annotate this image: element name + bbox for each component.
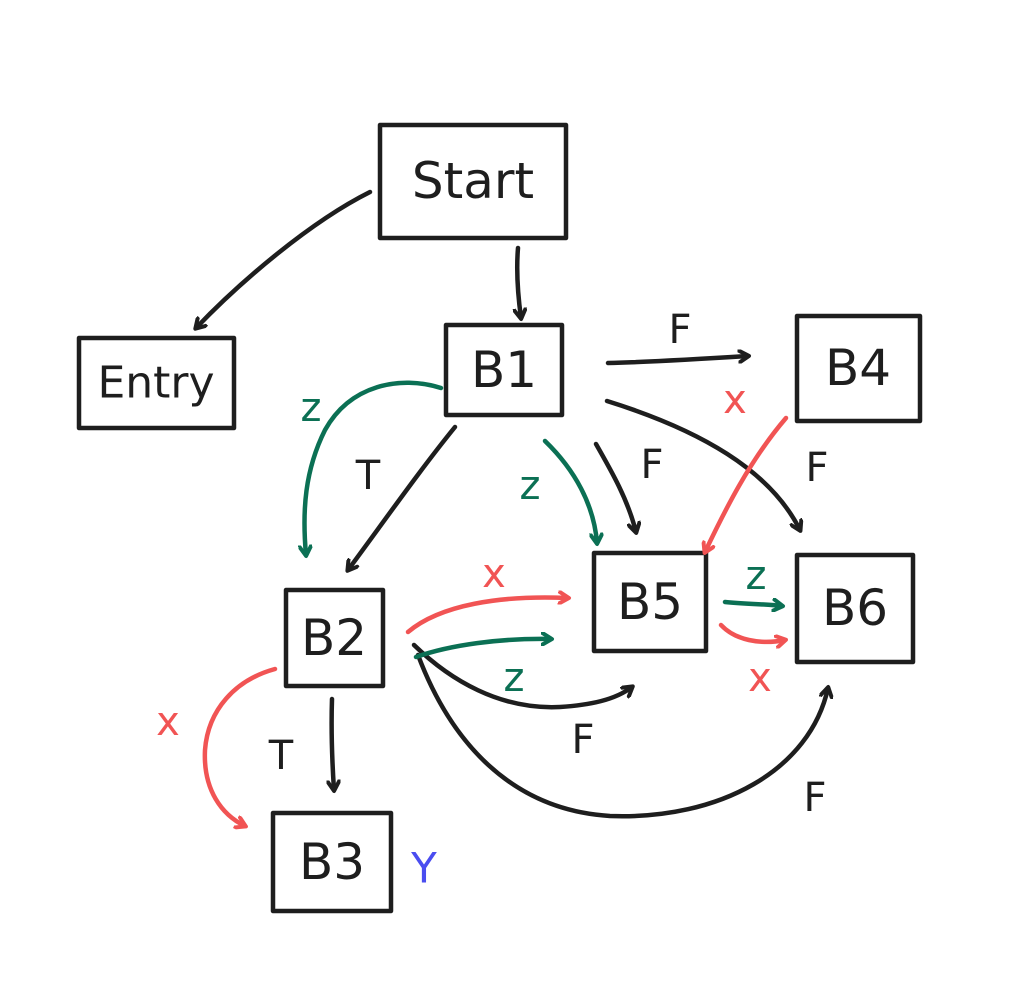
node-b4-label: B4 <box>825 339 891 397</box>
edge-x-b5-to-b6 <box>718 622 785 642</box>
node-b3: B3 <box>270 810 394 914</box>
edge-b1-to-b4 <box>605 356 748 366</box>
node-b6-label: B6 <box>822 579 888 637</box>
node-b1: B1 <box>443 322 565 418</box>
edge-x-b2-to-b3 <box>202 666 278 826</box>
edge-b2-b3-label: T <box>268 733 294 779</box>
node-entry: Entry <box>76 335 237 431</box>
edge-b1-b4-label: F <box>668 307 691 353</box>
edge-b2-to-b5 <box>411 642 632 710</box>
node-entry-label: Entry <box>97 358 214 409</box>
edge-start-to-b1 <box>517 245 521 318</box>
node-b4: B4 <box>794 313 923 424</box>
edge-b1-b6-label: F <box>805 445 828 491</box>
node-start: Start <box>377 122 569 241</box>
node-b5: B5 <box>591 550 709 654</box>
edge-z-b2-to-b5 <box>413 639 551 660</box>
edge-b2-to-b6 <box>415 652 828 819</box>
edge-x-b4-b5-label: x <box>723 377 747 423</box>
edge-x-b4-to-b5 <box>705 415 789 552</box>
edge-z-b1-to-b5 <box>542 438 597 543</box>
edge-z-b5-b6-label: z <box>746 553 767 599</box>
node-b3-label: B3 <box>299 833 365 891</box>
edge-z-b2-b5-label: z <box>504 655 525 701</box>
edge-b1-b2-label: T <box>355 453 381 499</box>
edge-b1-b5-label: F <box>640 442 663 488</box>
edge-x-b5-b6-label: x <box>748 655 772 701</box>
edge-x-b2-b5-label: x <box>482 551 506 597</box>
edge-x-b2-to-b5 <box>405 597 568 635</box>
node-b1-label: B1 <box>471 341 537 399</box>
edge-z-b1-b5-label: z <box>520 463 541 509</box>
node-b5-label: B5 <box>617 573 683 631</box>
node-start-label: Start <box>412 152 534 210</box>
edge-b1-to-b2 <box>348 424 458 570</box>
edge-z-b1-b2-label: z <box>301 385 322 431</box>
edge-b2-b5-label: F <box>571 717 594 763</box>
edge-x-b2-b3-label: x <box>156 699 180 745</box>
edge-z-b1-to-b2 <box>304 380 444 555</box>
edge-start-to-entry <box>196 189 373 328</box>
edge-z-b5-to-b6 <box>722 602 782 606</box>
node-b6: B6 <box>794 552 916 665</box>
edge-b2-to-b3 <box>332 696 334 790</box>
b3-annotation-mark: Y <box>410 844 437 893</box>
edge-b1-to-b6 <box>604 398 800 530</box>
node-b2-label: B2 <box>301 609 367 667</box>
edge-b1-to-b5 <box>593 441 636 532</box>
node-b2: B2 <box>283 587 386 689</box>
edge-b2-b6-label: F <box>803 775 826 821</box>
